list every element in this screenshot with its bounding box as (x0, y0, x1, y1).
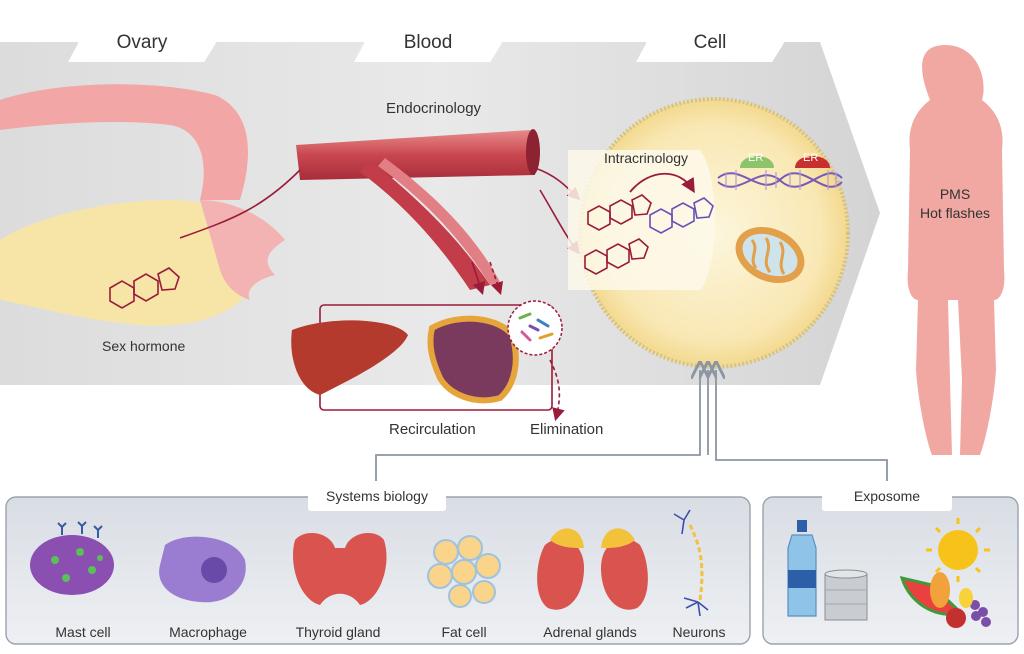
fat-cell-icon (427, 535, 501, 608)
mitochondrion-icon (735, 226, 805, 284)
header-ovary: Ovary (68, 24, 216, 62)
connector-exposome (716, 370, 888, 487)
adrenal-glands-icon (537, 528, 648, 610)
label-recirculation: Recirculation (389, 421, 476, 438)
dna-icon (717, 170, 843, 190)
liver-icon (291, 320, 408, 395)
label-er-red: ER (803, 152, 819, 164)
caption-thyroid-gland: Thyroid gland (295, 624, 381, 640)
label-er-green: ER (748, 152, 764, 164)
fruit-icon (899, 572, 991, 628)
caption-macrophage: Macrophage (169, 624, 247, 640)
arrow-intracrinology (629, 172, 695, 194)
tin-can-icon (824, 569, 868, 621)
arrow-to-microbiome (489, 261, 504, 296)
exposome-title: Exposome (822, 481, 952, 511)
cell-illustration (568, 97, 850, 369)
mast-cell-icon (30, 521, 114, 595)
connector-systems-biology (375, 370, 700, 487)
blood-vessel-illustration (296, 129, 540, 290)
sun-icon (926, 518, 990, 582)
er-receptor-red (795, 156, 830, 168)
label-hot-flashes: Hot flashes (919, 205, 991, 221)
label-intracrinology: Intracrinology (604, 150, 689, 166)
header-blood: Blood (354, 24, 502, 62)
caption-fat-cell: Fat cell (441, 624, 487, 640)
header-cell: Cell (636, 24, 784, 62)
macrophage-icon (159, 536, 246, 603)
microbiome-bacteria (518, 312, 554, 342)
hormone-path-ovary-to-blood (179, 169, 301, 239)
er-receptor-green (740, 156, 774, 168)
body-silhouette (907, 45, 1005, 455)
systems-biology-title: Systems biology (308, 481, 446, 511)
arrow-to-gut (471, 261, 486, 296)
arrow-elimination (549, 359, 565, 422)
label-pms: PMS (939, 186, 971, 202)
label-elimination: Elimination (530, 421, 604, 438)
label-endocrinology: Endocrinology (386, 100, 482, 117)
water-bottle-icon (787, 520, 817, 617)
neurons-icon (673, 509, 709, 617)
caption-mast-cell: Mast cell (55, 624, 111, 640)
caption-adrenal-glands: Adrenal glands (543, 624, 637, 640)
caption-neurons: Neurons (672, 624, 726, 640)
label-sex-hormone: Sex hormone (102, 338, 186, 354)
thyroid-gland-icon (292, 533, 387, 605)
intestine-icon (427, 315, 519, 404)
